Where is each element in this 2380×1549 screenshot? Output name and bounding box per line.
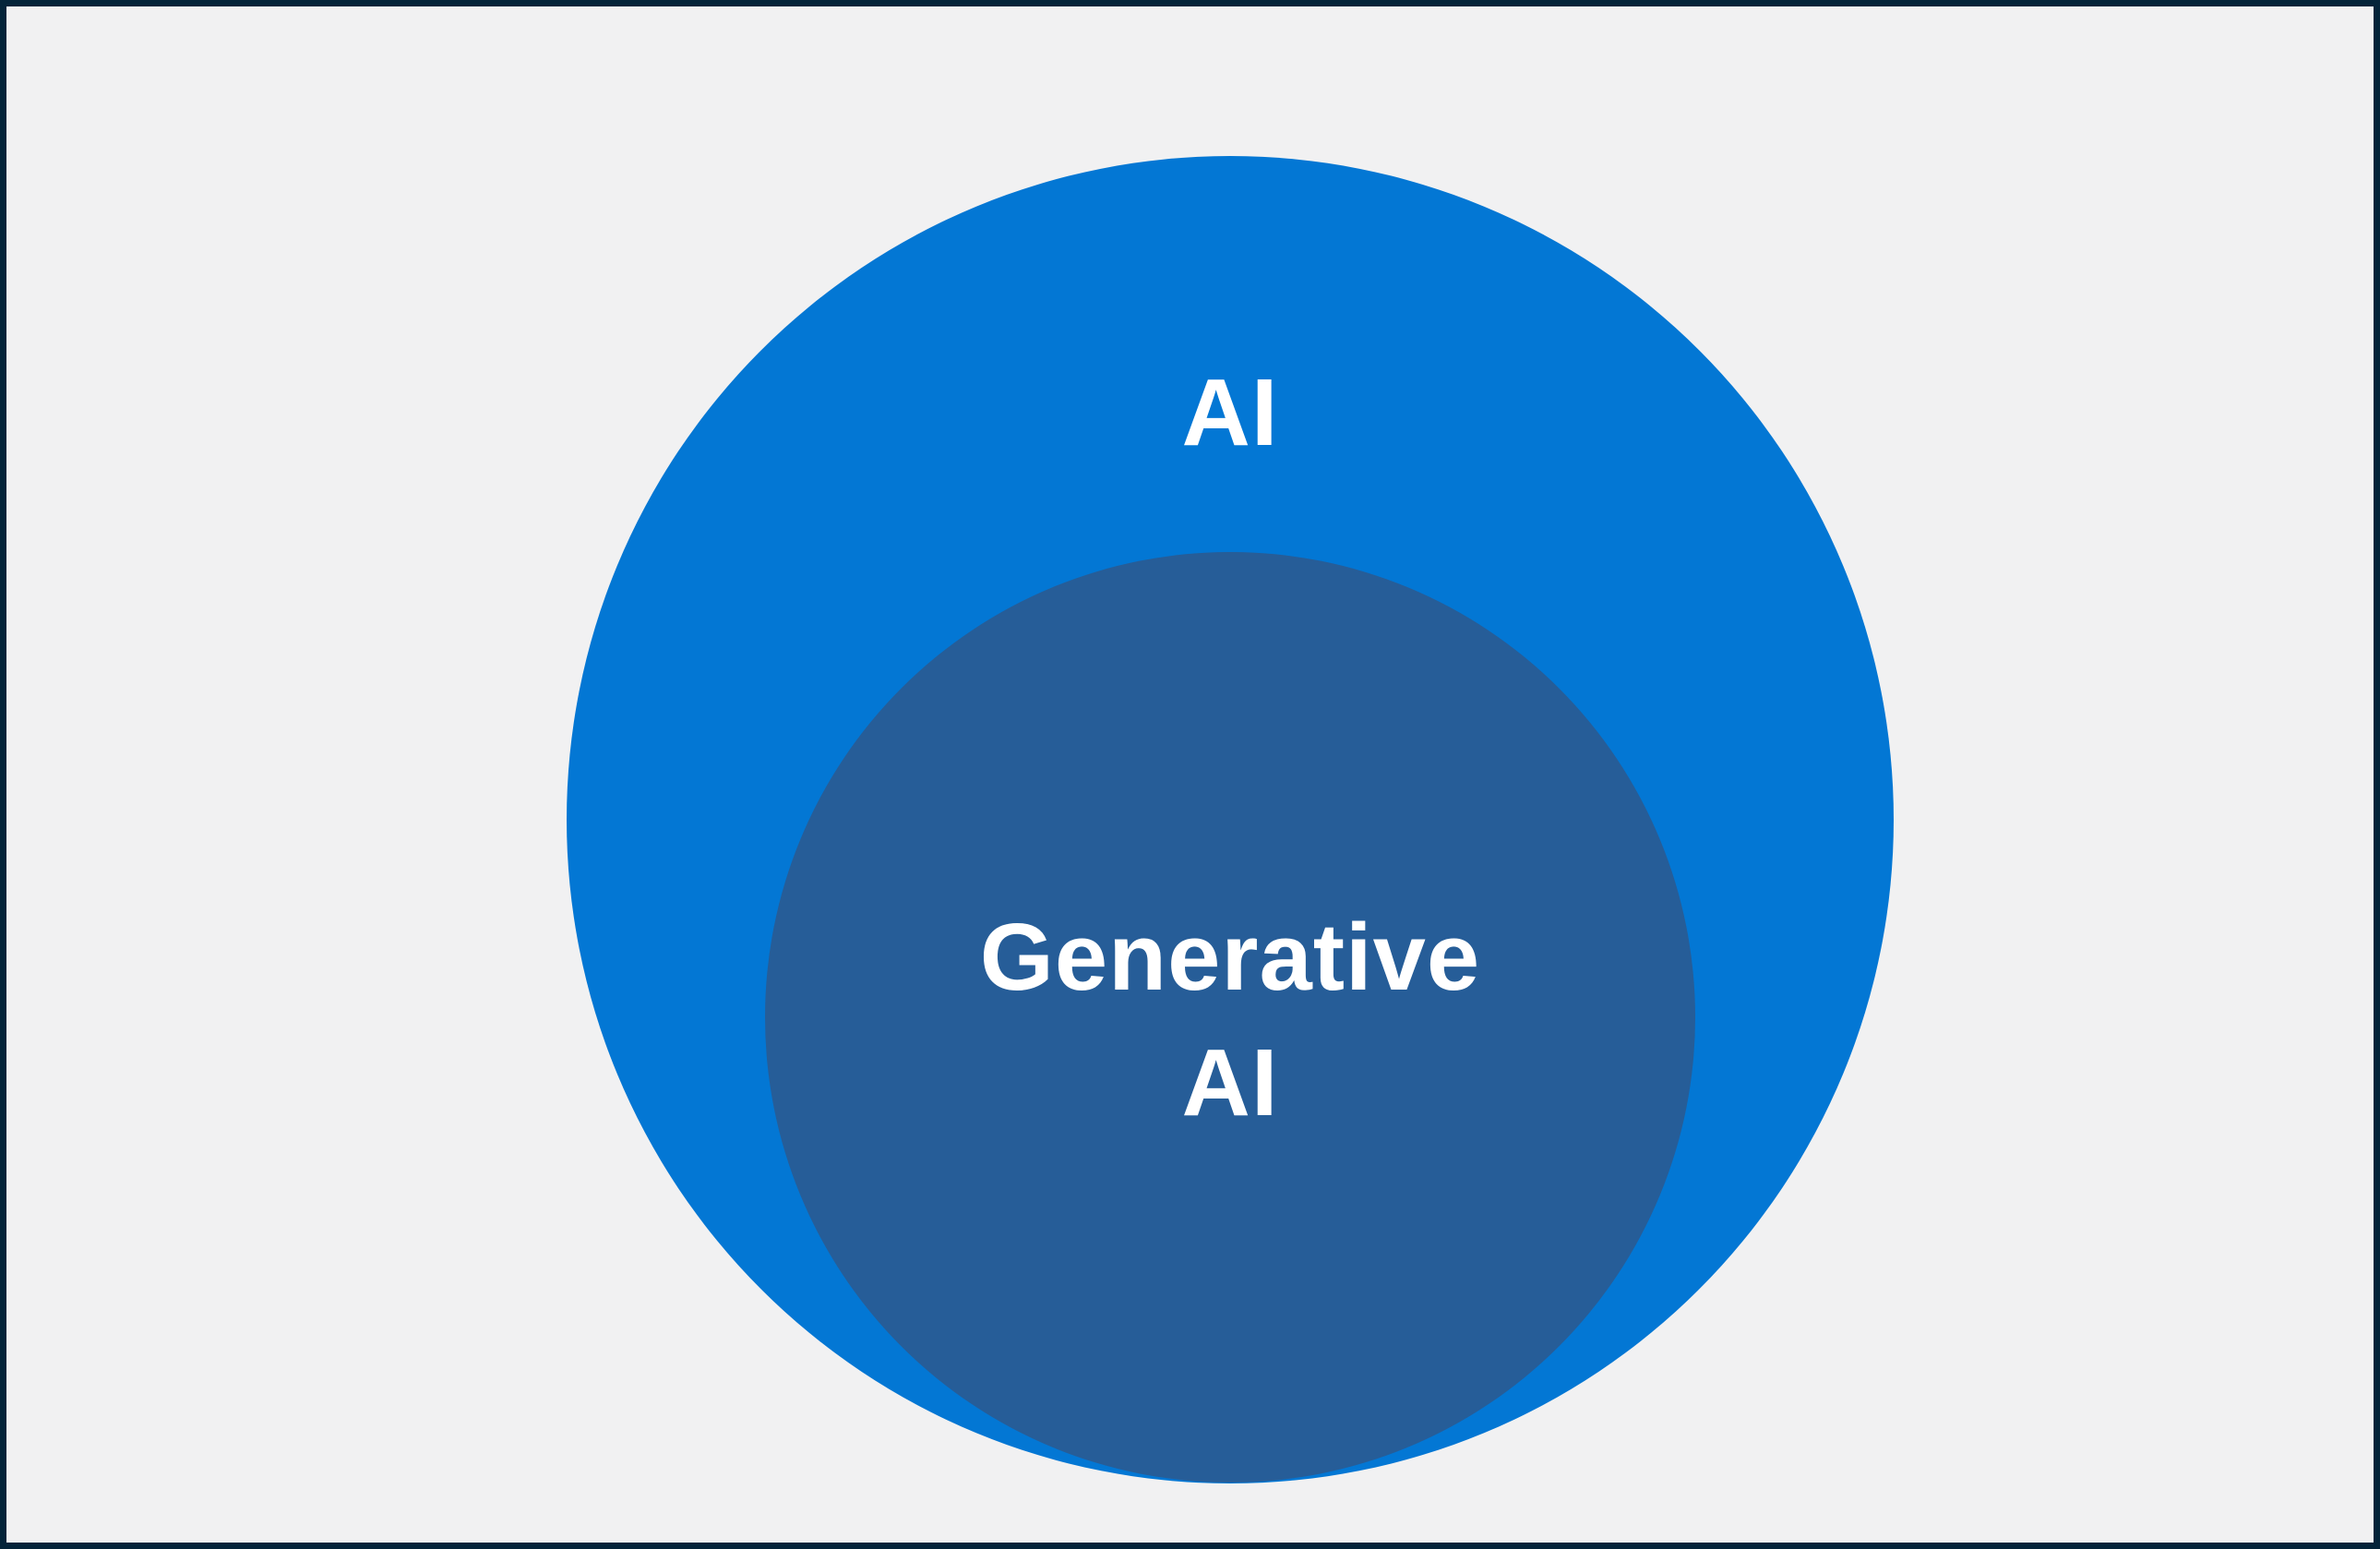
diagram-canvas: AI Generative AI [6, 6, 2374, 1543]
generative-ai-circle-label: Generative AI [765, 895, 1695, 1146]
generative-ai-label-line-1: Generative [979, 904, 1481, 1010]
generative-ai-inner-circle [765, 552, 1695, 1483]
generative-ai-label-line-2: AI [1181, 1029, 1279, 1135]
ai-circle-label: AI [1181, 359, 1279, 465]
